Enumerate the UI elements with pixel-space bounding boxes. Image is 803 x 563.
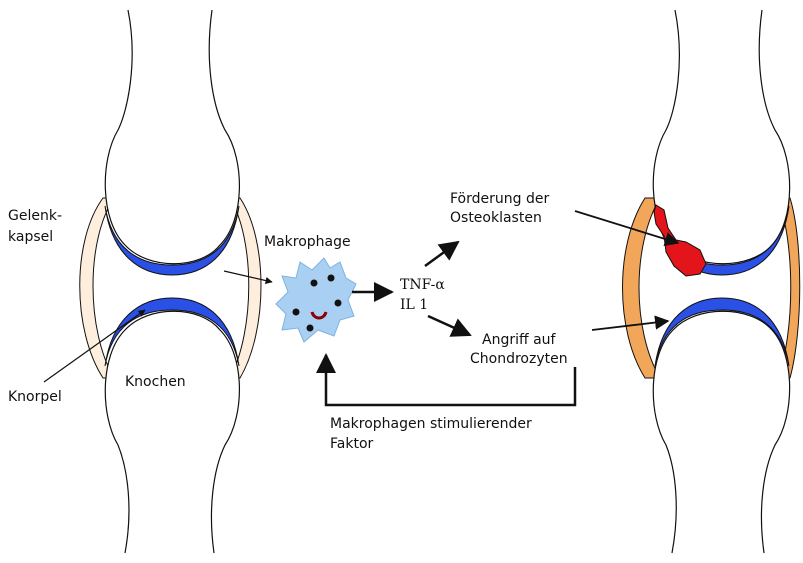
chondrocyte-label-line2: Chondrozyten [470,351,568,367]
inflamed-upper-bone [653,10,789,264]
macrophage-body [276,258,356,342]
macrophage-granule [335,300,342,307]
feedback-label-line2: Faktor [330,436,374,452]
arrow-cytokines-to-chondrocytes [428,316,470,335]
macrophage-granule [293,309,300,316]
inflamed-joint [623,10,800,553]
capsule-label-line1: Gelenk- [8,208,62,224]
osteoclast-label-line1: Förderung der [450,191,549,207]
inflamed-lower-bone [653,311,789,553]
cartilage-label: Knorpel [8,389,62,405]
osteoclast-label-line2: Osteoklasten [450,210,542,226]
healthy-upper-bone [105,10,239,264]
healthy-lower-bone [105,311,239,553]
bone-label: Knochen [125,374,186,390]
macrophage-granule [307,325,314,332]
il1-label: IL 1 [400,297,428,313]
healthy-joint [80,10,261,553]
capsule-label-line2: kapsel [8,229,53,245]
macrophage-granule [311,280,318,287]
macrophage-label: Makrophage [264,234,351,250]
feedback-label-line1: Makrophagen stimulierender [330,416,532,432]
arrow-cytokines-to-osteoclasts [425,242,458,266]
chondrocyte-label-line1: Angriff auf [482,332,557,348]
tnf-alpha-label: TNF-α [400,277,445,293]
macrophage-granule [328,275,335,282]
macrophage [276,258,356,342]
